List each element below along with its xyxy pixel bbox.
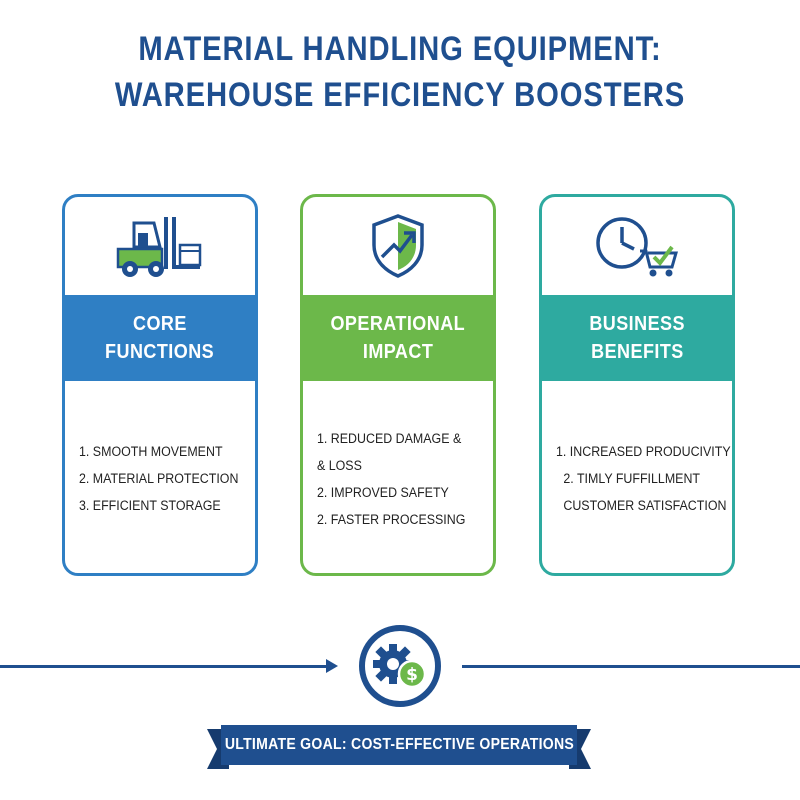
- list-item: CUSTOMER SATISFACTION: [563, 498, 727, 513]
- card-item-list: 1. INCREASED PRODUCIVITY 2. TIMLY FUFFIL…: [542, 381, 732, 573]
- title-line-1: MATERIAL HANDLING EQUIPMENT:: [138, 30, 662, 68]
- card-heading: BUSINESS BENEFITS: [542, 295, 732, 381]
- svg-text:$: $: [406, 665, 418, 685]
- card-core-functions: CORE FUNCTIONS 1. SMOOTH MOVEMENT 2. MAT…: [62, 194, 258, 576]
- list-item: 2. FASTER PROCESSING: [317, 511, 466, 527]
- list-item: 1. REDUCED DAMAGE &: [317, 430, 462, 446]
- card-heading: CORE FUNCTIONS: [65, 295, 255, 381]
- clock-cart-icon: [596, 217, 678, 277]
- list-item: 2. MATERIAL PROTECTION: [79, 471, 239, 486]
- goal-label: ULTIMATE GOAL: COST-EFFECTIVE OPERATIONS: [224, 736, 574, 753]
- card-heading: OPERATIONAL IMPACT: [303, 295, 493, 381]
- flow-line-right: [462, 665, 800, 668]
- forklift-icon: [116, 217, 202, 277]
- card-item-list: 1. REDUCED DAMAGE & & LOSS 2. IMPROVED S…: [303, 381, 493, 573]
- list-item: 2. TIMLY FUFFILLMENT: [563, 471, 701, 486]
- card-operational-impact: OPERATIONAL IMPACT 1. REDUCED DAMAGE & &…: [300, 194, 496, 576]
- title-line-2: WAREHOUSE EFFICIENCY BOOSTERS: [114, 76, 686, 114]
- card-item-list: 1. SMOOTH MOVEMENT 2. MATERIAL PROTECTIO…: [65, 381, 255, 573]
- list-item: 1. INCREASED PRODUCIVITY: [556, 444, 731, 459]
- list-item: & LOSS: [317, 457, 362, 473]
- gear-dollar-icon: $: [359, 625, 441, 707]
- list-item: 3. EFFICIENT STORAGE: [79, 498, 221, 513]
- page-title: MATERIAL HANDLING EQUIPMENT: WAREHOUSE E…: [56, 26, 744, 118]
- goal-banner: ULTIMATE GOAL: COST-EFFECTIVE OPERATIONS: [207, 725, 591, 771]
- card-business-benefits: BUSINESS BENEFITS 1. INCREASED PRODUCIVI…: [539, 194, 735, 576]
- list-item: 1. SMOOTH MOVEMENT: [79, 444, 223, 459]
- flow-line-left: [0, 665, 330, 668]
- arrow-right-icon: [326, 659, 338, 673]
- shield-growth-icon: [372, 214, 424, 278]
- list-item: 2. IMPROVED SAFETY: [317, 484, 449, 500]
